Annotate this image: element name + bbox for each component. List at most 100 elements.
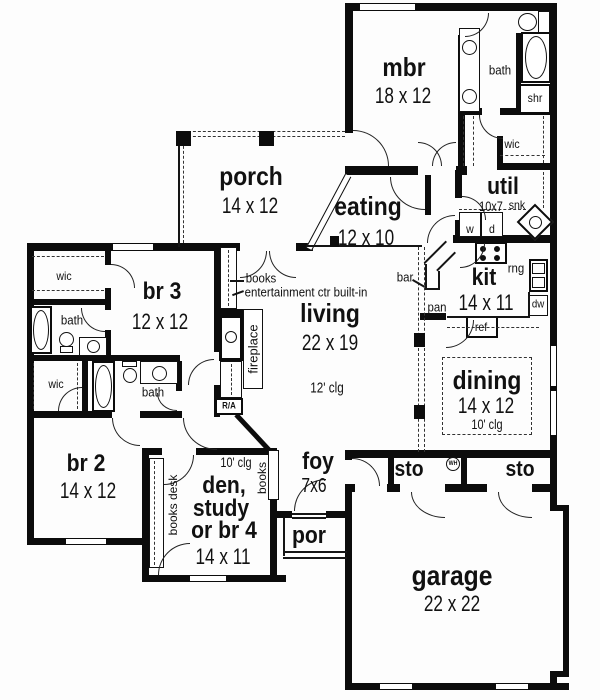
plan-line [447, 327, 539, 328]
door-arc [188, 359, 214, 385]
plan-line [550, 505, 569, 511]
room-dims-kit: 14 x 11 [458, 290, 514, 315]
plan-line [176, 361, 182, 391]
plan-line [140, 411, 182, 418]
label-dw: dw [531, 298, 545, 311]
plan-line [453, 235, 557, 243]
plan-line [480, 255, 486, 261]
plan-line [387, 484, 400, 492]
room-label-wic-br3: wic [56, 269, 72, 283]
plan-line [27, 243, 113, 251]
plan-line [345, 166, 418, 175]
plan-line [105, 243, 111, 265]
window [66, 538, 106, 545]
plan-line [494, 255, 500, 261]
toilet-icon [518, 13, 537, 31]
door-arc [111, 264, 135, 288]
plan-line [494, 246, 500, 252]
room-label-util: util [487, 173, 519, 200]
sink-icon [462, 89, 477, 104]
plan-line [418, 247, 419, 452]
room-dims-den: 14 x 11 [195, 544, 251, 569]
annotation-books-den: books [255, 461, 269, 495]
fireplace-icon [225, 331, 237, 343]
room-label-mbr: mbr [382, 52, 426, 82]
window [550, 391, 557, 435]
room-label-eating: eating [334, 191, 402, 221]
room-dims-foy: 7x6 [301, 475, 327, 497]
door-arc [498, 492, 532, 518]
sink-icon [152, 366, 167, 381]
label-water-heater: WH [448, 461, 458, 467]
tub-icon [33, 310, 49, 350]
toilet-icon [538, 11, 550, 33]
annotation-entertainment: entertainment ctr built-in [244, 284, 368, 300]
room-label-sto-left: sto [394, 456, 424, 481]
plan-line [463, 116, 464, 166]
tub-icon [525, 36, 547, 79]
plan-line [345, 450, 557, 458]
door-arc [427, 215, 455, 243]
plan-line [27, 355, 180, 361]
plan-line [516, 33, 521, 114]
plan-line [528, 683, 569, 690]
room-label-kit: kit [471, 264, 497, 291]
water-heater-icon [446, 457, 460, 471]
room-label-dining: dining [452, 365, 522, 395]
plan-line [425, 264, 427, 290]
plan-line [183, 136, 184, 243]
plan-line [345, 484, 355, 492]
plan-line [27, 299, 111, 305]
plan-line [153, 243, 240, 251]
plan-line [142, 575, 190, 582]
label-bar: bar [396, 269, 414, 285]
room-label-porch: porch [219, 161, 283, 191]
room-label-den-1: den, [202, 472, 246, 499]
label-pan: pan [427, 299, 447, 315]
room-dims-util: 10x7 [479, 198, 503, 214]
plan-line [77, 363, 78, 409]
room-label-den-3: or br 4 [191, 517, 257, 544]
plan-line [500, 155, 545, 156]
plan-line [563, 505, 569, 677]
column-post [259, 131, 274, 146]
plan-line [214, 243, 220, 352]
room-label-bath-br3: bath [60, 312, 84, 328]
door-arc [479, 115, 503, 139]
label-fireplace: fireplace [245, 324, 261, 374]
plan-line [425, 288, 440, 290]
window [380, 683, 412, 690]
room-label-sto-right: sto [505, 456, 535, 481]
plan-line [27, 411, 112, 418]
plan-line [33, 363, 34, 409]
plan-line [550, 3, 557, 458]
column-post [414, 405, 425, 419]
plan-line [345, 683, 380, 690]
dryer-box [481, 212, 503, 237]
toilet-icon [59, 332, 74, 347]
plan-line [543, 172, 544, 208]
plan-line [455, 170, 462, 198]
plan-line [436, 251, 456, 272]
room-label-garage: garage [411, 560, 493, 591]
door-arc [446, 320, 474, 348]
room-label-wic-master: wic [504, 137, 520, 151]
tub-icon [95, 365, 112, 408]
room-label-living: living [300, 298, 360, 328]
door-arc [465, 13, 489, 37]
plan-line [230, 280, 244, 282]
plan-line [283, 557, 347, 559]
label-washer: w [466, 222, 474, 236]
plan-line [292, 513, 326, 515]
door-arc [183, 418, 217, 450]
plan-line [420, 313, 446, 320]
room-label-br2: br 2 [66, 450, 106, 477]
plan-line [106, 538, 148, 545]
plan-line [532, 277, 545, 288]
sink-icon [87, 340, 100, 353]
porch-edge [178, 133, 180, 247]
column-post [414, 333, 425, 347]
plan-line [461, 458, 467, 492]
plan-line [231, 364, 232, 395]
plan-line [455, 220, 462, 242]
